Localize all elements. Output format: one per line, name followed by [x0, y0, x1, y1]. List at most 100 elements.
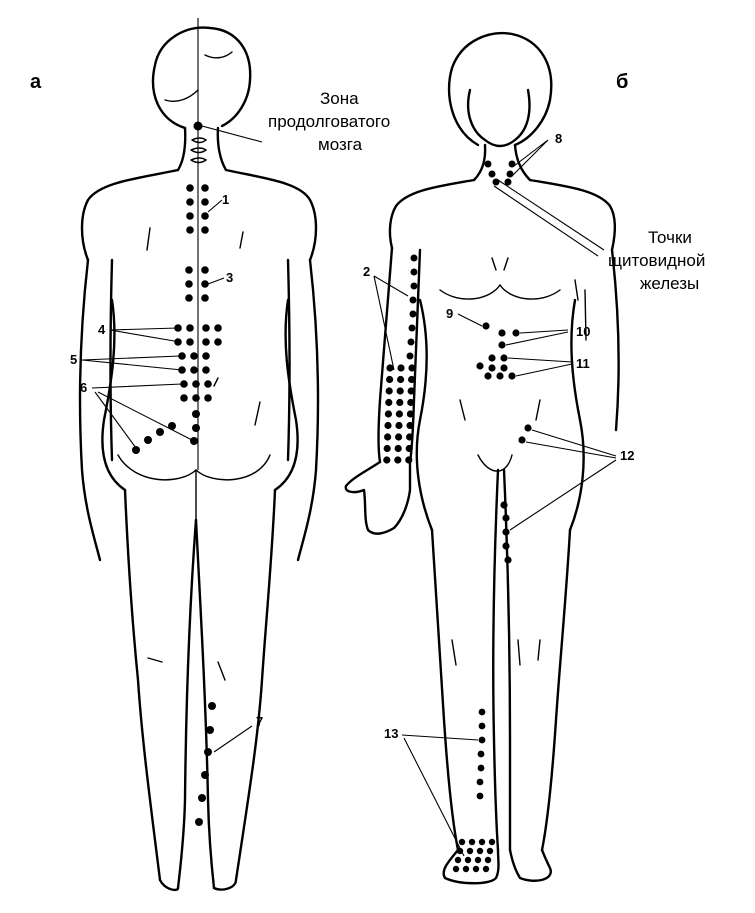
point-2: [408, 375, 416, 384]
panel-label-a: а: [30, 71, 42, 93]
point-5: [204, 380, 212, 388]
back-view-points: [132, 121, 222, 826]
point-label-5: 5: [70, 352, 77, 367]
back-view-figure: [78, 18, 320, 892]
panel-label-b: б: [616, 71, 628, 93]
point-4: [214, 324, 222, 332]
point-2: [397, 364, 405, 372]
point-13: [462, 865, 470, 873]
point-5: [192, 394, 200, 402]
point-3: [185, 280, 193, 288]
point-8: [488, 170, 496, 178]
point-11: [500, 364, 508, 372]
point-1: [201, 212, 209, 220]
point-2: [384, 410, 392, 418]
point-12: [502, 542, 510, 550]
point-2: [396, 398, 404, 407]
point-5: [204, 394, 212, 402]
point-2: [384, 433, 392, 441]
point-13: [466, 847, 474, 855]
thyroid-points-line-1: Точки: [648, 228, 692, 247]
point-13: [452, 865, 460, 873]
point-11: [488, 354, 496, 362]
point-label-12: 12: [620, 448, 634, 463]
point-11: [500, 354, 508, 362]
point-13: [458, 838, 466, 846]
point-2: [409, 310, 417, 318]
point-label-6: 6: [80, 380, 87, 395]
point-2: [406, 410, 414, 418]
point-6: [168, 422, 176, 430]
back-leaders: [81, 125, 263, 753]
point-5: [192, 380, 200, 388]
point-1: [201, 198, 209, 206]
point-7: [204, 748, 212, 756]
point-label-3: 3: [226, 270, 233, 285]
point-2: [406, 352, 414, 360]
point-label-1: 1: [222, 192, 229, 207]
point-10: [498, 329, 506, 337]
point-8: [484, 160, 492, 168]
point-label-11: 11: [576, 356, 590, 371]
point-1: [186, 198, 194, 206]
point-13: [484, 856, 492, 864]
point-11: [508, 372, 516, 380]
point-5: [202, 366, 210, 374]
point-3: [185, 294, 193, 302]
point-13: [468, 838, 476, 846]
point-13: [478, 722, 486, 730]
point-1: [201, 226, 209, 234]
point-6: [192, 410, 200, 418]
point-5: [178, 352, 186, 360]
point-label-9: 9: [446, 306, 453, 321]
point-13: [476, 847, 484, 855]
point-13: [486, 847, 494, 855]
point-2: [397, 375, 405, 384]
point-2: [406, 433, 414, 441]
thyroid-points-line-2: щитовидной: [608, 251, 705, 270]
point-8: [504, 178, 512, 186]
point-1: [186, 226, 194, 234]
point-2-grid: [383, 364, 416, 464]
point-4: [202, 338, 210, 346]
point-2: [407, 387, 415, 395]
point-12: [502, 514, 510, 522]
point-4: [202, 324, 210, 332]
point-2: [395, 421, 403, 430]
point-5: [180, 380, 188, 388]
front-leaders: [373, 139, 617, 857]
labels: а б Зона продолговатого мозга Точки щито…: [30, 71, 705, 741]
point-3: [201, 266, 209, 274]
point-13: [488, 838, 496, 846]
point-3: [201, 294, 209, 302]
medulla-zone-line-3: мозга: [318, 135, 363, 154]
point-11: [488, 364, 496, 372]
point-2: [385, 387, 393, 395]
point-2: [406, 421, 414, 430]
point-13: [482, 865, 490, 873]
point-11: [484, 372, 492, 380]
point-13: [456, 847, 464, 855]
point-2: [395, 410, 403, 418]
point-13-grid: [452, 838, 496, 873]
point-4: [186, 324, 194, 332]
point-7: [195, 818, 203, 826]
point-2: [407, 338, 415, 346]
point-11: [476, 362, 484, 370]
point-label-13: 13: [384, 726, 398, 741]
point-8: [506, 170, 514, 178]
point-13: [478, 736, 486, 744]
point-13: [478, 708, 486, 716]
point-6: [192, 424, 200, 432]
point-1: [201, 184, 209, 192]
point-13: [477, 764, 485, 772]
point-2: [405, 444, 413, 453]
point-2: [384, 421, 392, 430]
point-2: [409, 296, 417, 304]
point-1: [186, 184, 194, 192]
point-2: [408, 364, 416, 372]
point-3: [185, 266, 193, 274]
point-2: [383, 444, 391, 453]
point-13: [476, 792, 484, 800]
